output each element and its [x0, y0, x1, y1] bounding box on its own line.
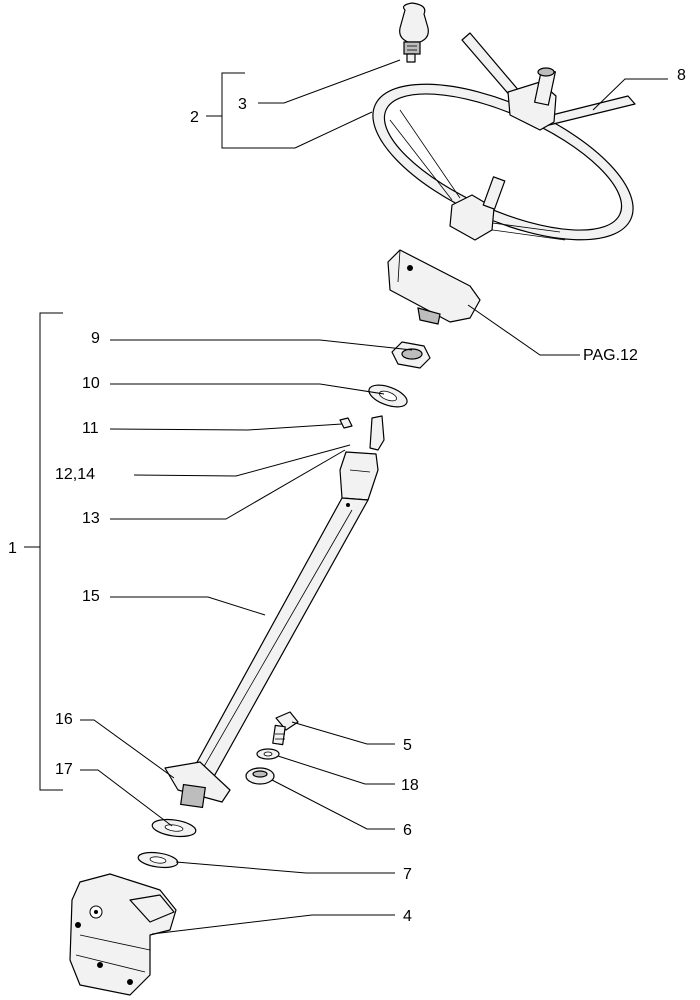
lock-washer-part: [256, 748, 280, 760]
label-10: 10: [82, 375, 100, 392]
label-16: 16: [55, 711, 73, 728]
label-6: 6: [403, 822, 412, 839]
washer-part-17: [151, 818, 197, 838]
label-9: 9: [91, 330, 100, 347]
leader-lines: [80, 59, 668, 935]
label-11: 11: [82, 420, 99, 437]
label-8: 8: [677, 67, 686, 84]
hub-adapter-part: [387, 249, 481, 325]
label-5: 5: [403, 737, 412, 754]
wheel-cap-part: [461, 32, 636, 131]
label-12-14: 12,14: [55, 466, 95, 483]
label-page-ref: PAG.12: [583, 347, 638, 364]
label-2: 2: [190, 109, 199, 126]
bracket-group-1: [24, 312, 63, 791]
label-4: 4: [403, 908, 412, 925]
bracket-group-2: [206, 72, 295, 149]
label-13: 13: [82, 510, 100, 527]
label-7: 7: [403, 866, 412, 883]
bolt-part: [272, 711, 299, 746]
steering-unit-part: [69, 873, 177, 996]
label-17: 17: [55, 761, 73, 778]
key-part: [339, 417, 353, 429]
steering-column-part: [164, 415, 385, 809]
label-15: 15: [82, 588, 100, 605]
washer-part-7: [137, 851, 179, 869]
label-1: 1: [8, 540, 17, 557]
label-18: 18: [401, 777, 419, 794]
nut-part-6: [245, 767, 275, 785]
knob-part: [399, 2, 429, 63]
label-3: 3: [238, 96, 247, 113]
washer-part-10: [368, 384, 408, 408]
steering-wheel-part: [372, 83, 634, 241]
nut-part: [391, 341, 431, 369]
